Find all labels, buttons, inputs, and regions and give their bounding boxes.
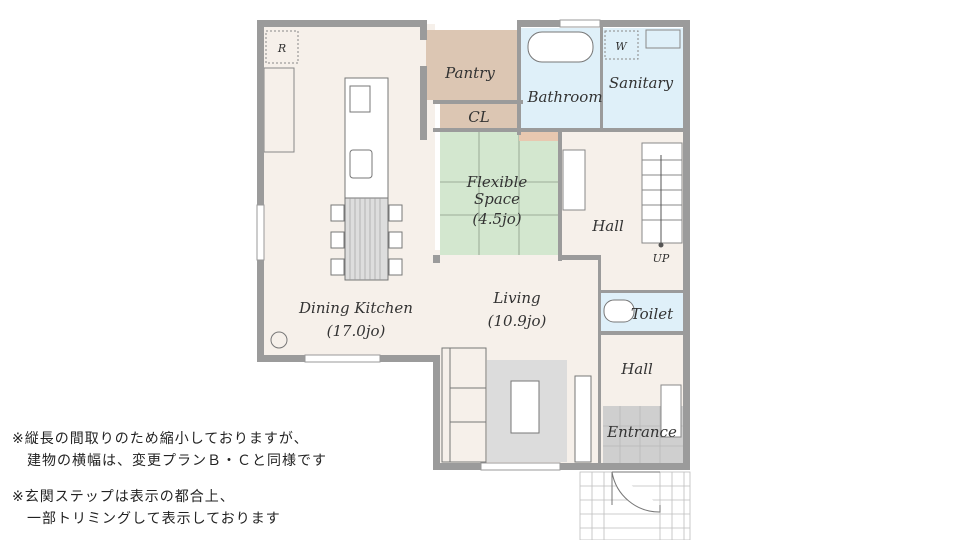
living-size: (10.9jo) [488,312,547,330]
sofa [441,347,487,463]
tv-board [574,375,592,463]
flexible-space-size: (4.5jo) [472,210,521,228]
washer-label: W [615,40,628,53]
notes: ※縦長の間取りのため縮小しておりますが、 建物の横幅は、変更プランＢ・Ｃと同様で… [12,428,327,530]
sink-icon [349,149,373,179]
plant-icon [270,331,288,349]
flexible-space-label: Flexible [466,173,528,191]
front-door[interactable] [611,471,661,513]
living-label: Living [492,289,540,307]
note-line: 建物の横幅は、変更プランＢ・Ｃと同様です [12,453,327,469]
refrigerator [265,30,299,64]
kitchen-counter [263,67,295,153]
note-line: ※縦長の間取りのため縮小しておりますが、 [12,431,309,447]
pantry-label: Pantry [444,64,495,82]
closet-label: CL [468,108,489,126]
note-line: 一部トリミングして表示しております [12,511,281,527]
dining-chairs [330,204,403,276]
entrance-bench [660,384,682,438]
dining-kitchen-size: (17.0jo) [327,322,386,340]
refrigerator-label: R [277,42,286,55]
bathtub [527,31,594,63]
windows [256,19,601,471]
hall-upper-label: Hall [591,217,624,235]
flexible-space-label-2: Space [474,190,520,208]
shoe-cabinet [562,149,586,211]
walls [257,20,690,470]
stairs-up-label: UP [653,252,670,265]
hall-lower-label: Hall [620,360,653,378]
bathroom-label: Bathroom [526,88,602,106]
toilet-label: Toilet [631,305,674,323]
sanitary-label: Sanitary [609,74,674,92]
coffee-table [510,380,540,434]
vanity [645,29,681,49]
stove-icon [349,85,371,113]
tatami-floor [440,132,558,255]
note-line: ※玄関ステップは表示の都合上、 [12,489,235,505]
entrance-label: Entrance [606,423,677,441]
toilet-bowl [603,299,635,323]
dining-table [344,197,389,281]
staircase[interactable] [641,142,683,245]
washer [604,30,639,60]
dining-kitchen-label: Dining Kitchen [298,299,413,317]
pantry-floor [426,30,519,100]
